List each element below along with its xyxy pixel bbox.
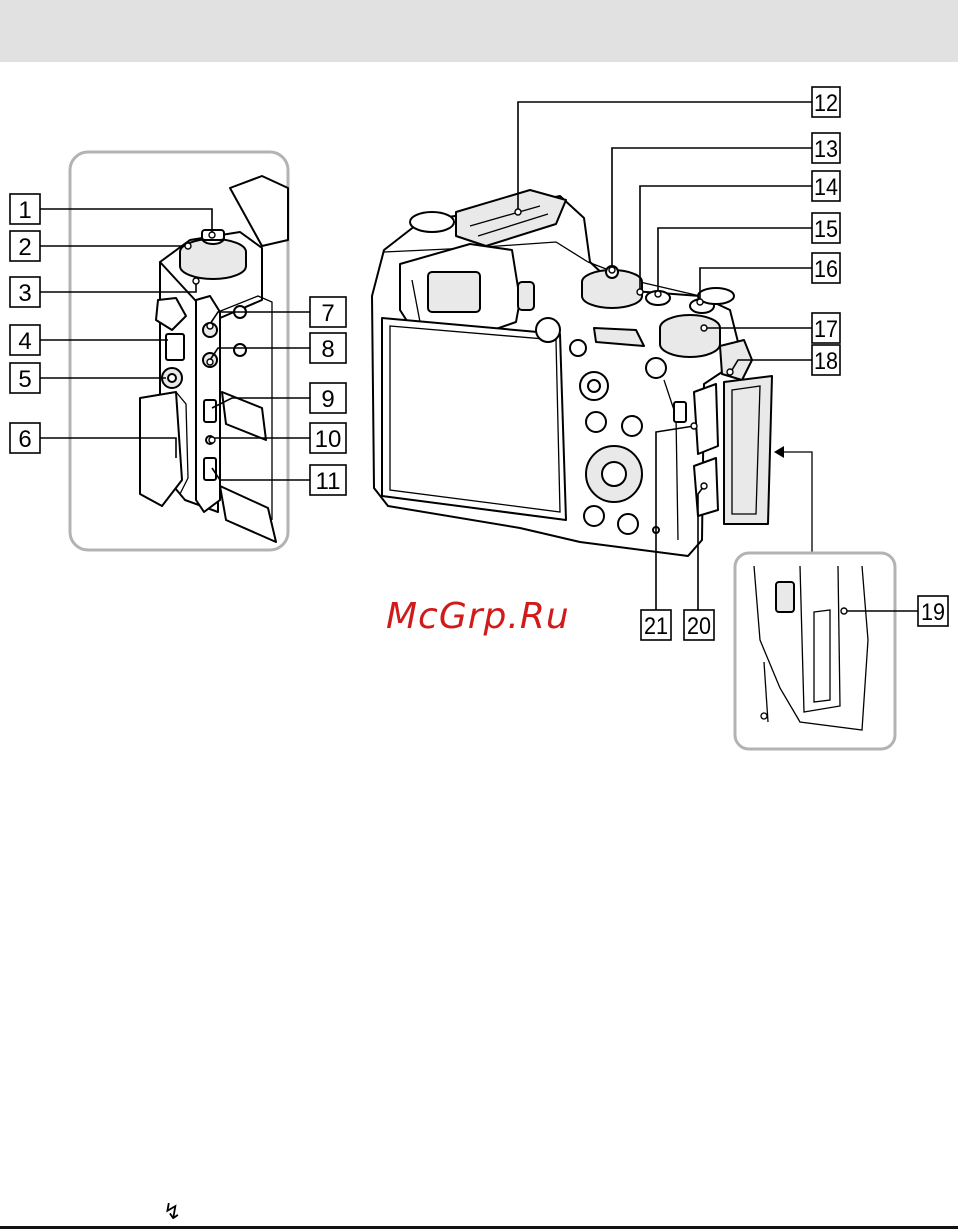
terminal-cover-right-bottom <box>220 486 276 542</box>
svg-text:10: 10 <box>315 426 342 453</box>
callout-8: 8 <box>310 333 346 363</box>
svg-text:14: 14 <box>814 174 838 201</box>
flash-icon: ↯ <box>163 1202 181 1224</box>
callout-16: 16 <box>812 253 840 283</box>
callout-3: 3 <box>10 277 40 307</box>
svg-text:18: 18 <box>814 348 838 375</box>
card-slot-inset-frame <box>735 553 895 749</box>
callout-21: 21 <box>641 610 671 640</box>
watermark: McGrp.Ru <box>386 596 570 637</box>
callout-12: 12 <box>812 87 840 117</box>
svg-text:2: 2 <box>18 234 31 261</box>
svg-text:12: 12 <box>814 90 838 117</box>
callout-20: 20 <box>684 610 714 640</box>
svg-text:16: 16 <box>814 256 838 283</box>
svg-text:7: 7 <box>321 300 334 327</box>
header-band <box>0 0 958 62</box>
card-slot-inset <box>735 553 895 749</box>
svg-text:20: 20 <box>687 613 711 640</box>
callout-4: 4 <box>10 325 40 355</box>
svg-text:9: 9 <box>321 386 334 413</box>
rear-dial <box>594 328 644 346</box>
callout-10: 10 <box>310 423 346 453</box>
svg-text:6: 6 <box>18 426 31 453</box>
svg-text:15: 15 <box>814 216 838 243</box>
left-detail-illustration <box>70 152 288 550</box>
svg-text:13: 13 <box>814 136 838 163</box>
svg-text:1: 1 <box>18 197 31 224</box>
card-lock-switch <box>776 582 794 612</box>
callout-9: 9 <box>310 383 346 413</box>
callout-18: 18 <box>812 345 840 375</box>
hdmi-port <box>166 334 184 360</box>
camera-rear-illustration <box>372 190 772 556</box>
svg-text:3: 3 <box>18 280 31 307</box>
callout-6: 6 <box>10 423 40 453</box>
callout-19: 19 <box>918 596 948 626</box>
callout-15: 15 <box>812 213 840 243</box>
callout-17: 17 <box>812 313 840 343</box>
memory-card-cover <box>724 376 772 524</box>
callout-1: 1 <box>10 194 40 224</box>
svg-text:19: 19 <box>921 599 945 626</box>
svg-text:8: 8 <box>321 336 334 363</box>
af-on-button <box>536 318 560 342</box>
svg-text:4: 4 <box>18 328 31 355</box>
svg-text:11: 11 <box>316 468 341 495</box>
callout-13: 13 <box>812 133 840 163</box>
callout-11: 11 <box>310 465 346 495</box>
callout-14: 14 <box>812 171 840 201</box>
callout-2: 2 <box>10 231 40 261</box>
svg-text:5: 5 <box>18 366 31 393</box>
svg-text:21: 21 <box>644 613 668 640</box>
inset-pointer-line <box>776 452 812 552</box>
callout-7: 7 <box>310 297 346 327</box>
diopter-adjustment-dial <box>518 282 534 310</box>
svg-text:17: 17 <box>814 316 838 343</box>
lcd-monitor <box>382 318 566 520</box>
callout-5: 5 <box>10 363 40 393</box>
inset-pointer-arrow-icon <box>774 446 784 458</box>
viewfinder <box>428 272 480 312</box>
